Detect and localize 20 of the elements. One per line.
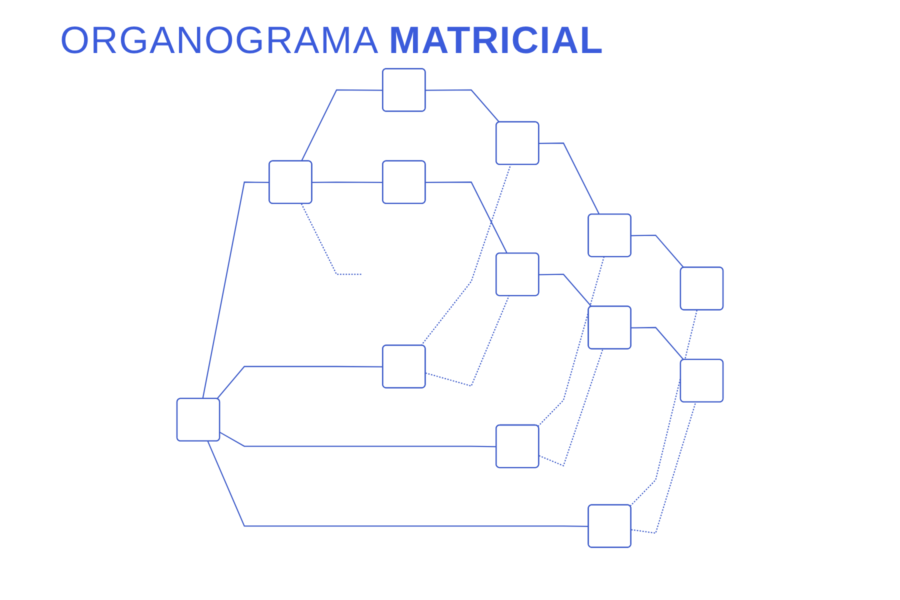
connector bbox=[538, 142, 600, 215]
connector bbox=[426, 182, 508, 254]
connector bbox=[312, 182, 383, 184]
connector bbox=[425, 296, 510, 387]
connector bbox=[538, 256, 604, 427]
connector bbox=[216, 366, 383, 400]
connector bbox=[630, 310, 698, 507]
connector bbox=[631, 234, 684, 268]
connector bbox=[426, 89, 500, 123]
connector bbox=[300, 89, 383, 162]
connector bbox=[202, 182, 270, 399]
connector bbox=[300, 204, 362, 275]
connector bbox=[538, 348, 604, 467]
connector bbox=[631, 402, 696, 534]
diagram-title: ORGANOGRAMA MATRICIAL bbox=[60, 20, 604, 63]
connector bbox=[538, 274, 592, 308]
connector bbox=[631, 326, 684, 360]
connector bbox=[420, 164, 512, 346]
connector bbox=[207, 441, 589, 527]
connector bbox=[220, 432, 496, 448]
